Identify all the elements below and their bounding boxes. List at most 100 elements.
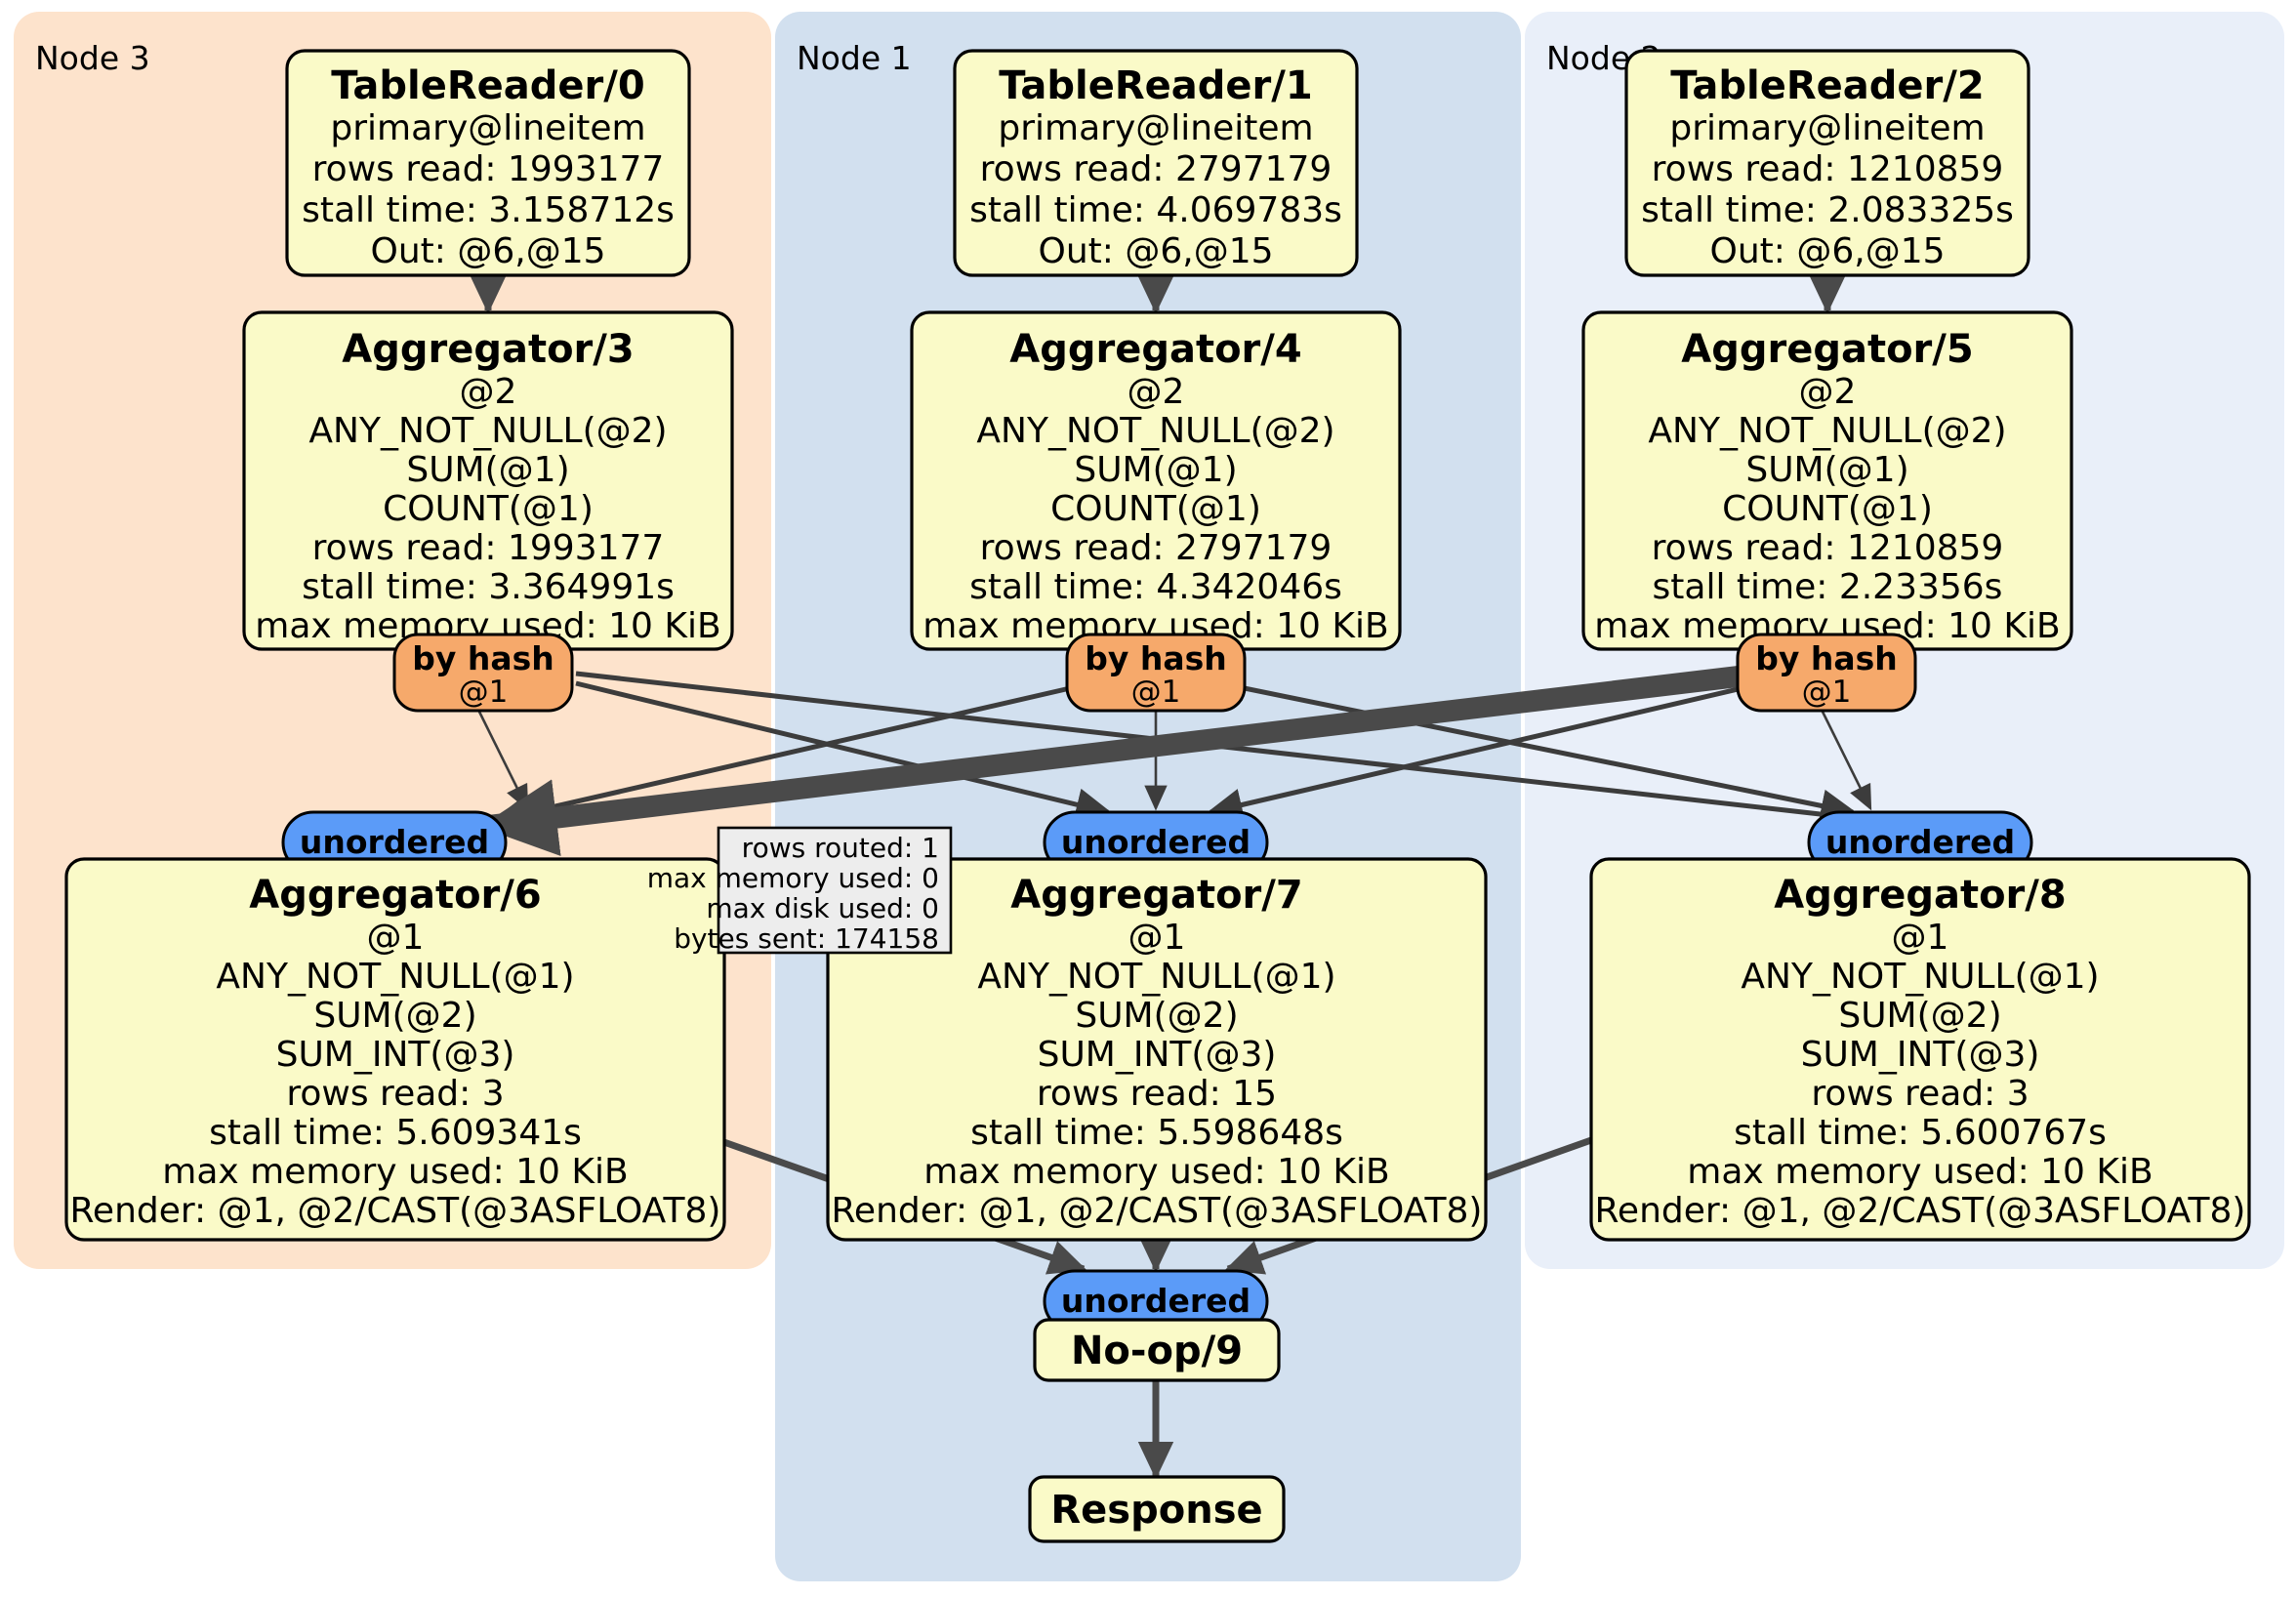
node-tablereader-2[interactable]: TableReader/2 primary@lineitem rows read… [1624,49,2030,277]
response-box[interactable] [1028,1475,1286,1543]
edge-stats-box [717,826,953,955]
aggregator-4-line-3: COUNT(@1) [1050,489,1261,529]
aggregator-3-line-3: COUNT(@1) [383,489,594,529]
aggregator-3-line-1: ANY_NOT_NULL(@2) [308,411,667,451]
edge-stats-line-2: max disk used: 0 [706,892,939,924]
aggregator-5-line-0: @2 [1799,372,1857,412]
edge-hash3-unordered7 [575,680,1113,821]
tablereader-0-title: TableReader/0 [331,63,644,108]
aggregator-6-title: Aggregator/6 [249,873,541,918]
aggregator-6-line-6: max memory used: 10 KiB [162,1152,628,1192]
by-hash-4-box[interactable] [1065,633,1247,713]
tablereader-0-line-1: rows read: 1993177 [312,149,665,189]
by-hash-3-sub: @1 [459,675,509,710]
tablereader-1-box[interactable] [953,49,1359,277]
aggregator-3-title: Aggregator/3 [342,327,634,372]
aggregator-8-line-4: rows read: 3 [1811,1074,2029,1114]
by-hash-4-title: by hash [1085,639,1227,677]
tablereader-1-title: TableReader/1 [999,63,1312,108]
edge-hash4-unordered8 [1219,680,1858,823]
aggregator-8-line-3: SUM_INT(@3) [1801,1035,2040,1075]
noop-9-title: No-op/9 [1071,1329,1243,1373]
aggregator-3-line-5: stall time: 3.364991s [302,567,675,607]
aggregator-4-line-0: @2 [1128,372,1185,412]
aggregator-7-line-2: SUM(@2) [1075,996,1238,1036]
aggregator-7-box[interactable] [826,857,1488,1242]
aggregator-5-line-1: ANY_NOT_NULL(@2) [1648,411,2006,451]
noop-9-box[interactable] [1033,1318,1281,1382]
by-hash-3-box[interactable] [392,633,574,713]
aggregator-7-line-1: ANY_NOT_NULL(@1) [977,957,1335,997]
aggregator-4-line-4: rows read: 2797179 [980,528,1332,568]
aggregator-8-title: Aggregator/8 [1774,873,2066,918]
node-aggregator-6[interactable]: Aggregator/6 @1 ANY_NOT_NULL(@1) SUM(@2)… [64,857,726,1242]
tablereader-1-line-3: Out: @6,@15 [1039,231,1274,271]
aggregator-8-line-5: stall time: 5.600767s [1734,1113,2107,1153]
aggregator-5-line-3: COUNT(@1) [1722,489,1933,529]
by-hash-5-sub: @1 [1802,675,1852,710]
by-hash-5-box[interactable] [1736,633,1917,713]
node-aggregator-5[interactable]: Aggregator/5 @2 ANY_NOT_NULL(@2) SUM(@1)… [1581,310,2073,651]
aggregator-8-line-6: max memory used: 10 KiB [1687,1152,2152,1192]
node-aggregator-7[interactable]: Aggregator/7 @1 ANY_NOT_NULL(@1) SUM(@2)… [826,857,1488,1242]
aggregator-6-line-4: rows read: 3 [286,1074,504,1114]
aggregator-6-line-1: ANY_NOT_NULL(@1) [216,957,574,997]
tablereader-0-line-2: stall time: 3.158712s [302,190,675,230]
tablereader-2-box[interactable] [1624,49,2030,277]
tablereader-1-line-2: stall time: 4.069783s [969,190,1342,230]
aggregator-7-line-4: rows read: 15 [1037,1074,1277,1114]
aggregator-4-line-5: stall time: 4.342046s [969,567,1342,607]
node-tablereader-0[interactable]: TableReader/0 primary@lineitem rows read… [285,49,691,277]
aggregator-4-title: Aggregator/4 [1009,327,1301,372]
synchronizer-unordered-9[interactable]: unordered [1043,1269,1269,1333]
aggregator-7-line-5: stall time: 5.598648s [970,1113,1343,1153]
aggregator-3-line-2: SUM(@1) [406,450,569,490]
unordered-7-title: unordered [1061,823,1250,861]
aggregator-7-line-0: @1 [1128,918,1186,958]
edge-stats-line-0: rows routed: 1 [742,832,939,864]
aggregator-7-line-3: SUM_INT(@3) [1038,1035,1277,1075]
node-tablereader-1[interactable]: TableReader/1 primary@lineitem rows read… [953,49,1359,277]
node-aggregator-4[interactable]: Aggregator/4 @2 ANY_NOT_NULL(@2) SUM(@1)… [910,310,1402,651]
node-aggregator-8[interactable]: Aggregator/8 @1 ANY_NOT_NULL(@1) SUM(@2)… [1589,857,2251,1242]
edge-hash4-unordered6 [491,680,1092,830]
unordered-6-title: unordered [300,823,489,861]
aggregator-4-line-2: SUM(@1) [1074,450,1237,490]
node-noop-9[interactable]: No-op/9 [1033,1318,1281,1382]
edge-hash5-unordered6 [479,663,1765,856]
edge-hash5-unordered7 [1206,680,1764,822]
edge-stats-line-1: max memory used: 0 [647,862,939,894]
aggregator-6-line-0: @1 [367,918,425,958]
aggregator-8-line-1: ANY_NOT_NULL(@1) [1741,957,2099,997]
aggregator-5-line-5: stall time: 2.23356s [1653,567,2003,607]
cluster-node-1-label: Node 1 [797,39,912,77]
tablereader-0-box[interactable] [285,49,691,277]
tablereader-0-line-0: primary@lineitem [330,108,645,148]
router-by-hash-4[interactable]: by hash @1 [1065,633,1247,713]
cluster-node-3-label: Node 3 [35,39,150,77]
aggregator-5-line-2: SUM(@1) [1745,450,1908,490]
unordered-8-title: unordered [1825,823,2015,861]
aggregator-6-line-3: SUM_INT(@3) [276,1035,515,1075]
response-title: Response [1050,1488,1262,1533]
edge-hash5-unordered8 [1820,709,1872,811]
aggregator-5-title: Aggregator/5 [1681,327,1973,372]
edge-stats-label: rows routed: 1 max memory used: 0 max di… [647,826,953,955]
router-by-hash-5[interactable]: by hash @1 [1736,633,1917,713]
node-aggregator-3[interactable]: Aggregator/3 @2 ANY_NOT_NULL(@2) SUM(@1)… [242,310,734,651]
aggregator-6-line-7: Render: @1, @2/CAST(@3ASFLOAT8) [70,1191,721,1231]
router-by-hash-3[interactable]: by hash @1 [392,633,574,713]
by-hash-4-sub: @1 [1131,675,1181,710]
aggregator-7-line-6: max memory used: 10 KiB [923,1152,1389,1192]
tablereader-2-line-1: rows read: 1210859 [1652,149,2004,189]
by-hash-5-title: by hash [1755,639,1898,677]
aggregator-4-line-1: ANY_NOT_NULL(@2) [976,411,1334,451]
aggregator-8-line-0: @1 [1892,918,1949,958]
aggregator-6-box[interactable] [64,857,726,1242]
aggregator-3-line-4: rows read: 1993177 [312,528,665,568]
tablereader-1-line-1: rows read: 2797179 [980,149,1332,189]
node-response[interactable]: Response [1028,1475,1286,1543]
aggregator-8-box[interactable] [1589,857,2251,1242]
tablereader-0-line-3: Out: @6,@15 [371,231,606,271]
aggregator-7-line-7: Render: @1, @2/CAST(@3ASFLOAT8) [832,1191,1483,1231]
